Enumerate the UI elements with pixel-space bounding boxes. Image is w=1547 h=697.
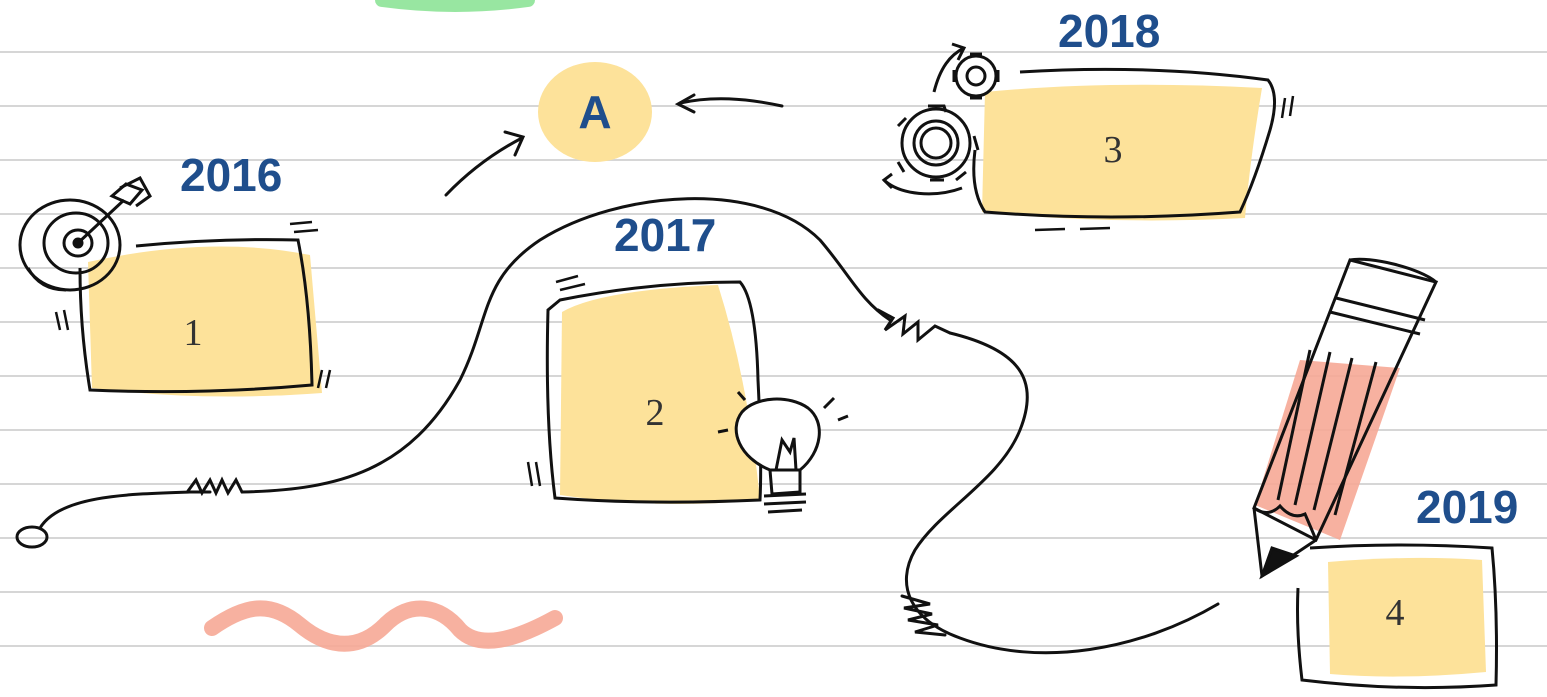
pencil-icon [1252,257,1439,580]
green-highlight [375,0,535,12]
card-1 [54,220,332,397]
year-label-2016: 2016 [180,149,283,201]
gears-icon [881,42,1000,196]
card-number-2: 2 [645,392,665,434]
pink-squiggle [204,600,563,652]
arrow-to-badge-left [444,136,524,197]
year-label-2017: 2017 [614,209,717,261]
arrow-to-badge-right [678,97,784,108]
card-number-4: 4 [1385,592,1405,634]
card-number-1: 1 [183,312,203,354]
arrows [444,93,784,197]
card-4 [1296,543,1498,690]
target-icon [18,176,152,292]
year-label-2018: 2018 [1058,5,1161,57]
card-2 [526,274,763,504]
lightbulb-icon [717,391,849,514]
card-3 [972,67,1295,232]
badge-a: A [538,62,652,162]
card-number-3: 3 [1103,129,1123,171]
year-label-2019: 2019 [1416,481,1519,533]
timeline-path [15,197,1220,655]
